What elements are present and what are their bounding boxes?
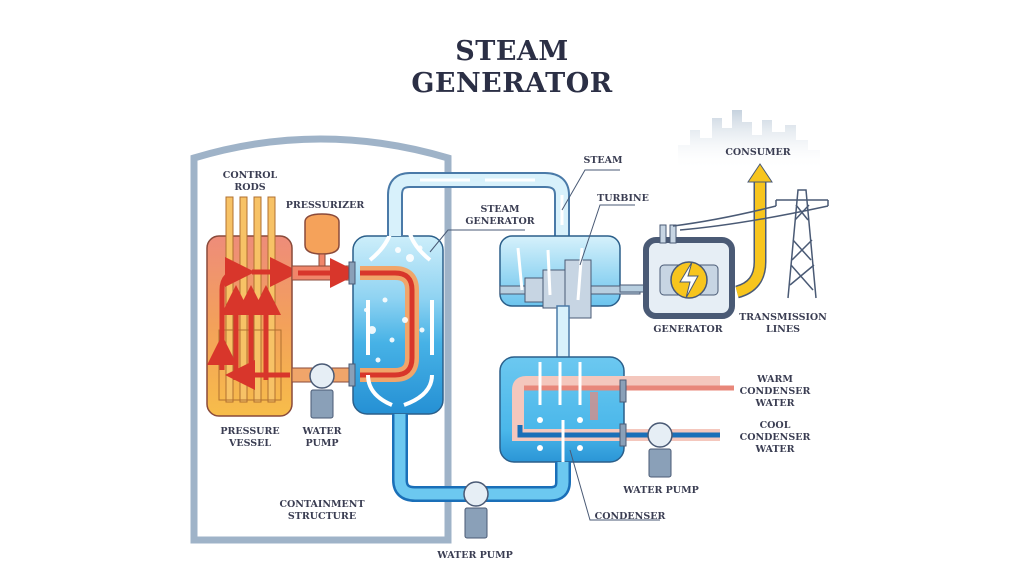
label-water-pump-primary: WATER PUMP: [302, 426, 342, 449]
label-water-pump-condenser: WATER PUMP: [623, 485, 699, 496]
consumer-city-icon: [678, 110, 836, 170]
containment-structure: [190, 135, 452, 544]
label-turbine: TURBINE: [597, 193, 649, 204]
pressurizer: [304, 213, 340, 273]
hot-flow-arrows: [207, 257, 300, 390]
pressure-vessel: [206, 196, 300, 417]
label-cool-condenser-water: COOL CONDENSER WATER: [739, 420, 811, 455]
label-consumer: CONSUMER: [725, 147, 791, 158]
generator: [643, 224, 735, 319]
title-line-2: GENERATOR: [411, 68, 613, 99]
condenser: [499, 356, 720, 485]
label-steam: STEAM: [583, 155, 623, 166]
title-line-1: STEAM: [455, 36, 569, 67]
label-pressure-vessel: PRESSURE VESSEL: [220, 426, 280, 449]
label-generator: GENERATOR: [653, 324, 723, 335]
bubbles: [364, 245, 425, 363]
label-pressurizer: PRESSURIZER: [285, 200, 365, 211]
label-water-pump-feed: WATER PUMP: [437, 550, 513, 561]
label-condenser: CONDENSER: [594, 511, 666, 522]
diagram-title: STEAM GENERATOR: [0, 36, 1024, 100]
leader-lines: [429, 169, 660, 521]
water-pump-condenser: [647, 422, 673, 478]
label-containment-structure: CONTAINMENT STRUCTURE: [279, 499, 365, 522]
transmission-tower: [672, 189, 829, 299]
label-warm-condenser-water: WARM CONDENSER WATER: [739, 374, 811, 409]
label-steam-generator: STEAM GENERATOR: [465, 204, 535, 227]
turbine-housing: [499, 235, 641, 319]
steam-generator-vessel: [348, 214, 444, 415]
label-transmission-lines: TRANSMISSION LINES: [739, 312, 827, 335]
water-pump-primary: [309, 363, 335, 419]
water-pump-feed: [463, 481, 489, 539]
label-control-rods: CONTROL RODS: [222, 170, 278, 193]
